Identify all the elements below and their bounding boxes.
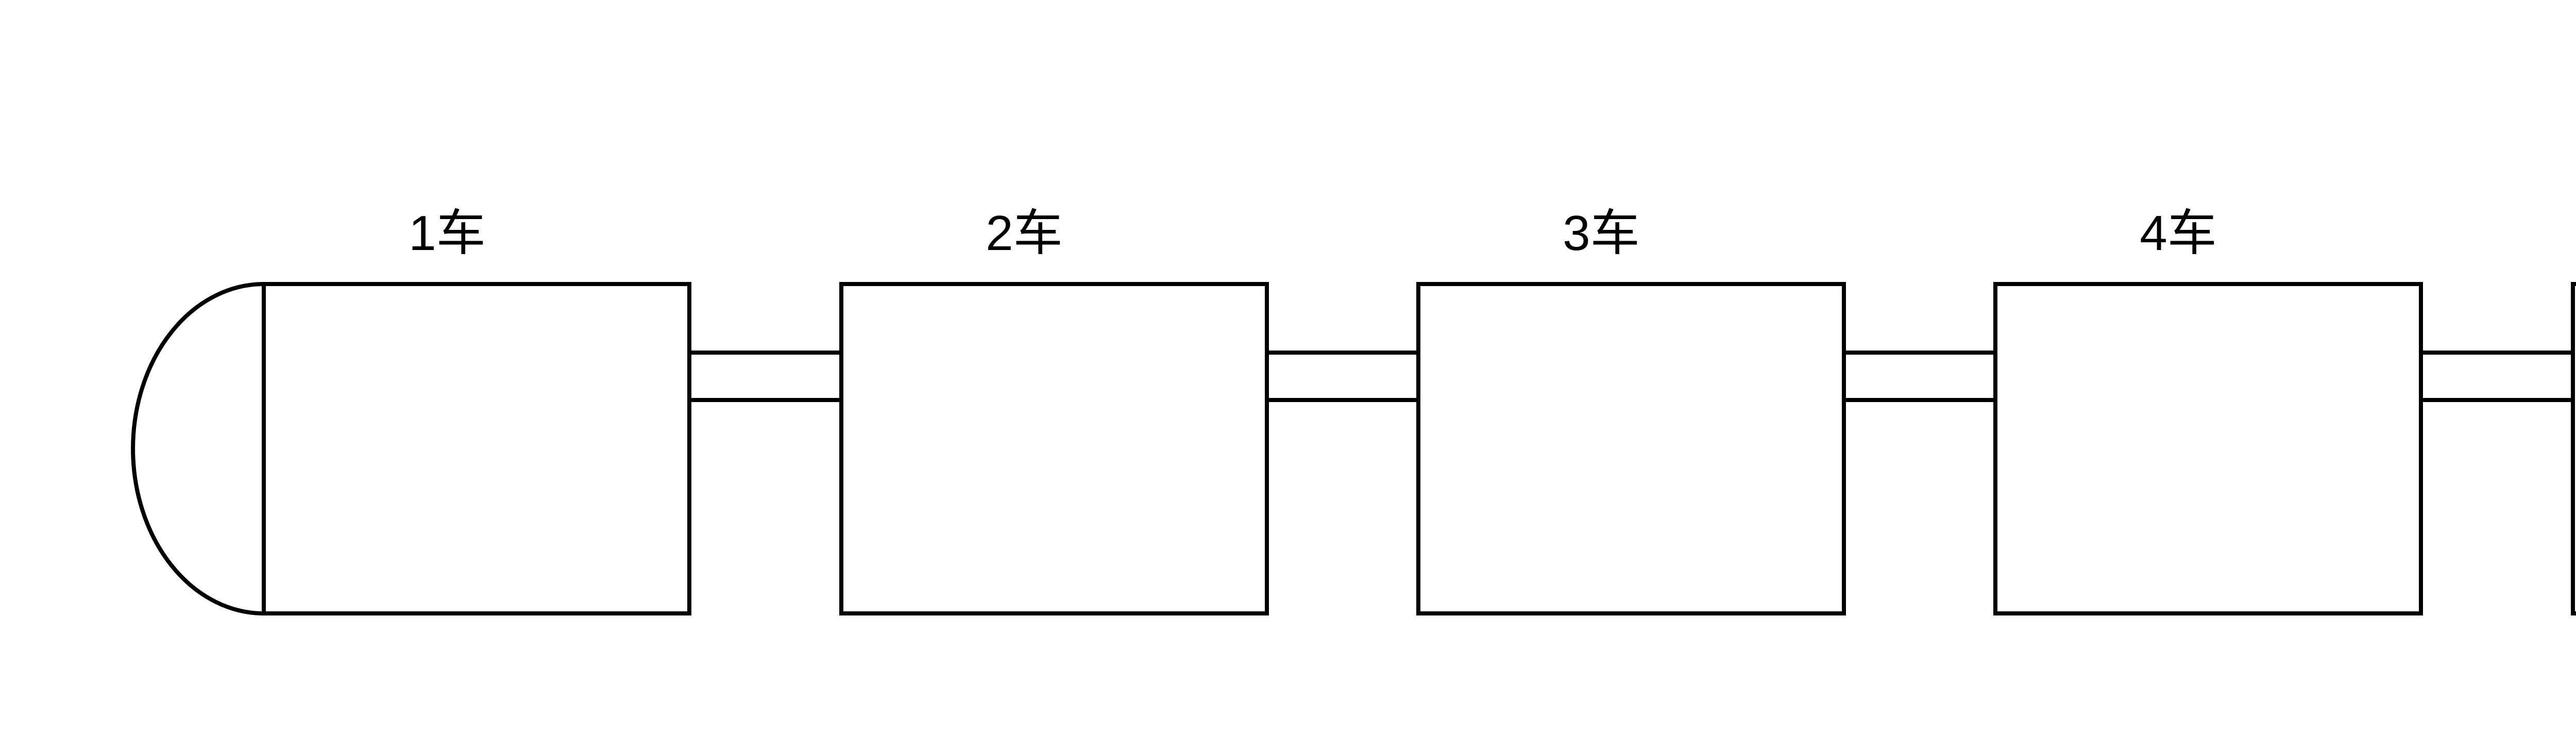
car-3-label: 3车 [1563,206,1639,261]
car-5-body [2571,282,2576,615]
coupler-3-4 [1842,351,1997,402]
car-2-body [839,282,1269,615]
car-1-label: 1车 [409,206,485,261]
nose-front-shape [131,282,266,615]
coupler-4-5 [2419,351,2575,402]
car-3-body [1416,282,1846,615]
car-1-body [262,282,691,615]
car-4-label: 4车 [2140,206,2216,261]
cars-group [262,282,2576,615]
car-2-label: 2车 [986,206,1062,261]
car-4-body [1993,282,2423,615]
car-labels-group: 1车2车3车4车5车6车 [409,206,2216,261]
nose-cones-group [131,282,266,615]
coupler-1-2 [687,351,843,402]
coupler-2-3 [1265,351,1420,402]
